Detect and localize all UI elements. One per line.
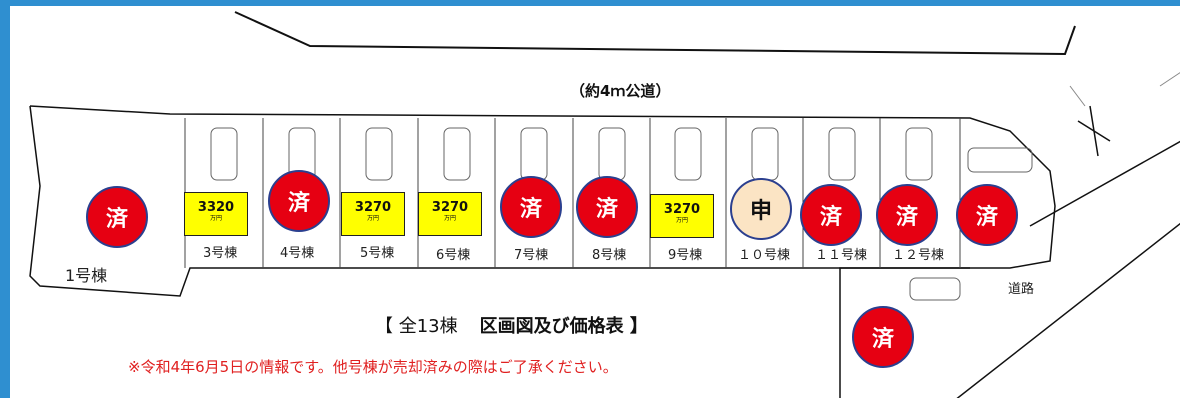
lot-11-label: １１号棟 (815, 248, 868, 263)
lot-9-label: 9号棟 (668, 248, 703, 263)
lot-1-label: 1号棟 (65, 266, 108, 285)
lot-8-sold-badge: 済 (576, 176, 638, 238)
lot-5-price-tag: 3270 万円 (341, 192, 405, 236)
lot-6-price: 3270 (431, 200, 469, 215)
lot-9-price-tag: 3270 万円 (650, 194, 714, 238)
plan-title-right: 区画図及び価格表 】 (479, 316, 648, 337)
lot-1-sold-badge: 済 (86, 186, 148, 248)
lot-10-label: １０号棟 (738, 248, 791, 263)
lot-13-sold-badge: 済 (956, 184, 1018, 246)
lot-6-label: 6号棟 (436, 248, 471, 263)
lot-9-unit: 万円 (675, 217, 688, 224)
lot-8-label: 8号棟 (592, 248, 627, 263)
lot-5-label: 5号棟 (360, 246, 395, 261)
lot-11-sold-badge: 済 (800, 184, 862, 246)
lot-9-price: 3270 (663, 202, 701, 217)
lot-6-price-tag: 3270 万円 (418, 192, 482, 236)
lot-10-applied-badge: 申 (730, 178, 792, 240)
lot-7-sold-badge: 済 (500, 176, 562, 238)
lot-4-sold-badge: 済 (268, 170, 330, 232)
lot-3-price: 3320 (197, 200, 235, 215)
info-note: ※令和4年6月5日の情報です。他号棟が売却済みの際はご了承ください。 (128, 358, 618, 376)
plan-title-left: 【 全13棟 (375, 316, 458, 337)
lot-6-unit: 万円 (443, 215, 456, 222)
lot-3-label: 3号棟 (203, 246, 238, 261)
side-road-label: 道路 (1008, 282, 1035, 297)
lot-12-sold-badge: 済 (876, 184, 938, 246)
lot-12-label: １２号棟 (892, 248, 945, 263)
plan-title: 【 全13棟区画図及び価格表 】 (375, 312, 648, 338)
lot-5-price: 3270 (354, 200, 392, 215)
lot-7-label: 7号棟 (514, 248, 549, 263)
lot-3-unit: 万円 (209, 215, 222, 222)
lot-2-sold-badge: 済 (852, 306, 914, 368)
lot-5-unit: 万円 (366, 215, 379, 222)
lot-3-price-tag: 3320 万円 (184, 192, 248, 236)
site-plan-drawing (29, 11, 1180, 398)
lot-4-label: 4号棟 (280, 246, 315, 261)
road-label: （約4ｍ公道） (570, 82, 671, 100)
